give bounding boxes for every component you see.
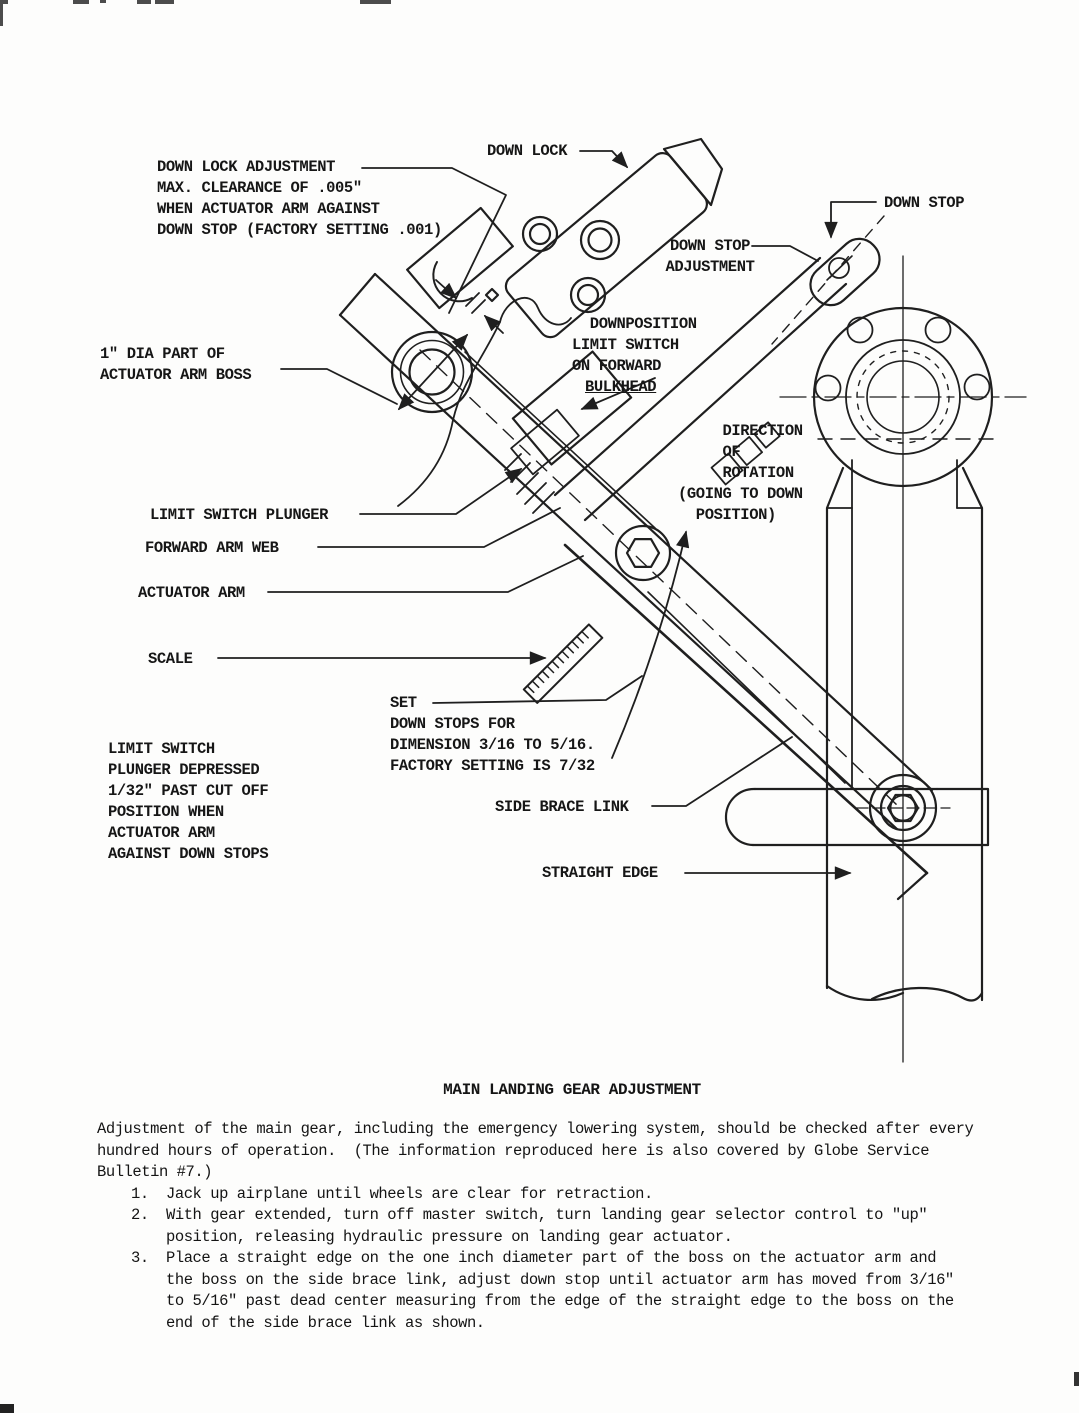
step-item: 3. Place a straight edge on the one inch… xyxy=(131,1248,1057,1334)
label-limit-switch-plunger: LIMIT SWITCH PLUNGER xyxy=(150,506,329,524)
page-title: MAIN LANDING GEAR ADJUSTMENT xyxy=(443,1081,701,1099)
scan-artifact xyxy=(73,0,89,4)
step-number: 3. xyxy=(131,1249,149,1267)
scan-artifact xyxy=(137,0,151,4)
landing-gear-diagram xyxy=(217,137,1027,1063)
bulkhead-flange-drawing xyxy=(779,255,1027,1063)
label-forward-arm-web: FORWARD ARM WEB xyxy=(145,539,279,557)
leader-lines-left xyxy=(217,368,852,880)
down-stop-drawing xyxy=(553,215,885,522)
body-text: Adjustment of the main gear, including t… xyxy=(97,1119,1057,1334)
label-side-brace-link: SIDE BRACE LINK xyxy=(495,798,629,816)
side-brace-link-drawing xyxy=(724,773,990,847)
step-number: 2. xyxy=(131,1206,149,1224)
step-item: 2. With gear extended, turn off master s… xyxy=(131,1205,1057,1248)
label-bulkhead: BULKHEAD xyxy=(585,378,657,396)
scan-artifact xyxy=(1074,1372,1079,1386)
leader-lines-top xyxy=(361,150,877,314)
label-scale: SCALE xyxy=(148,650,193,668)
label-direction-of-rotation: DIRECTION OF ROTATION (GOING TO DOWN POS… xyxy=(678,422,803,524)
scan-artifact xyxy=(360,0,391,4)
actuator-arm-drawing xyxy=(338,272,934,831)
label-dia-part: 1" DIA PART OF ACTUATOR ARM BOSS xyxy=(100,345,252,384)
step-text: Jack up airplane until wheels are clear … xyxy=(166,1184,653,1203)
step-text: Place a straight edge on the one inch di… xyxy=(166,1249,954,1332)
scan-artifact xyxy=(0,0,8,4)
straight-edge-drawing xyxy=(563,543,929,901)
step-text: With gear extended, turn off master swit… xyxy=(166,1206,928,1246)
label-down-position-limit-switch: DOWNPOSITION LIMIT SWITCH ON FORWARD xyxy=(572,315,697,375)
label-plunger-depressed: LIMIT SWITCH PLUNGER DEPRESSED 1/32" PAS… xyxy=(108,740,269,863)
label-down-stop: DOWN STOP xyxy=(884,194,965,212)
scan-artifact xyxy=(0,0,3,26)
intro-paragraph: Adjustment of the main gear, including t… xyxy=(97,1120,974,1181)
limit-switch-drawing xyxy=(397,296,656,514)
label-set-down-stops: SET DOWN STOPS FOR DIMENSION 3/16 TO 5/1… xyxy=(390,694,595,775)
label-down-stop-adjustment: DOWN STOP ADJUSTMENT xyxy=(665,237,755,276)
step-number: 1. xyxy=(131,1184,149,1203)
procedure-steps: 1. Jack up airplane until wheels are cle… xyxy=(97,1184,1057,1335)
scale-ruler-drawing xyxy=(522,623,604,704)
rotation-arrow xyxy=(611,530,690,759)
label-down-lock-adjustment: DOWN LOCK ADJUSTMENT MAX. CLEARANCE OF .… xyxy=(157,158,442,239)
scan-artifact xyxy=(100,0,106,3)
label-actuator-arm: ACTUATOR ARM xyxy=(138,584,245,602)
scan-artifact xyxy=(0,1404,14,1413)
label-down-lock: DOWN LOCK xyxy=(487,142,568,160)
gear-strut-drawing xyxy=(825,459,984,1002)
label-straight-edge: STRAIGHT EDGE xyxy=(542,864,658,882)
scan-artifact xyxy=(155,0,174,4)
down-lock-drawing xyxy=(406,137,724,339)
step-item: 1. Jack up airplane until wheels are cle… xyxy=(131,1184,1057,1206)
